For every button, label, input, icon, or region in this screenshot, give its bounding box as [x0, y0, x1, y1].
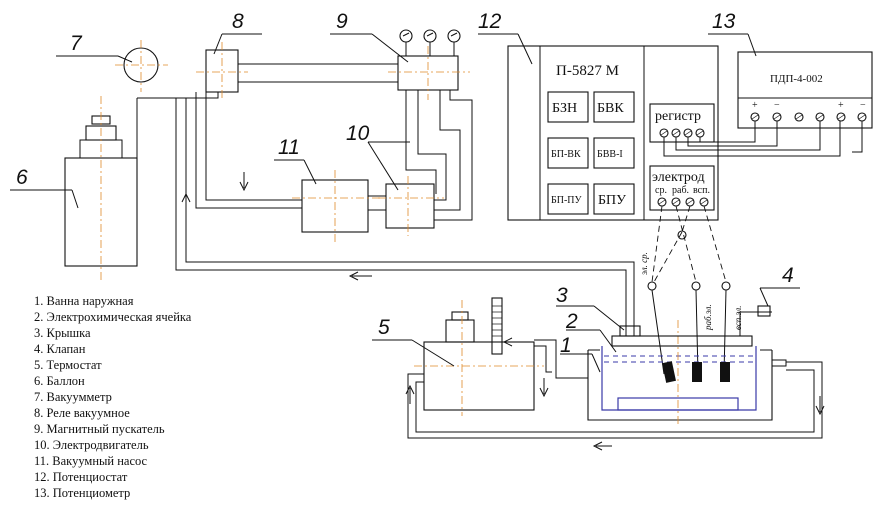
potentiostat-title: П-5827 М: [556, 63, 619, 79]
reference-electrode: [662, 361, 676, 383]
pot-minus-right: −: [860, 100, 866, 111]
thermostat: [414, 297, 544, 416]
vacuum-relay: [196, 42, 248, 100]
block-bzn-label: БЗН: [552, 101, 577, 116]
block-bp-pu: [547, 183, 589, 215]
legend-item-10: 10. Электродвигатель: [34, 438, 149, 452]
legend-item-8: 8. Реле вакуумное: [34, 406, 130, 420]
electrode-leads: [647, 205, 731, 375]
vacuum-gauge: [115, 40, 168, 92]
pot-plus-left: +: [752, 100, 758, 111]
auxiliary-electrode: [720, 362, 730, 382]
position-8: 8: [232, 10, 244, 33]
legend-item-2: 2. Электрохимическая ячейка: [34, 310, 192, 324]
block-bp-vk-label: БП-ВК: [551, 149, 581, 160]
outer-bath: [587, 349, 773, 421]
block-bvk: [593, 91, 635, 123]
potentiometer: ПДП-4-002 + − + −: [737, 51, 873, 129]
position-4: 4: [782, 264, 794, 287]
position-2: 2: [565, 310, 578, 333]
magnetic-starter: [388, 29, 470, 100]
electrode-block: [649, 165, 715, 211]
legend-item-3: 3. Крышка: [34, 326, 91, 340]
legend-item-6: 6. Баллон: [34, 374, 85, 388]
position-9: 9: [336, 10, 348, 33]
legend-item-9: 9. Магнитный пускатель: [34, 422, 165, 436]
position-11: 11: [278, 136, 300, 159]
legend: 1. Ванна наружная 2. Электрохимическая я…: [34, 294, 192, 500]
circulation-loop: [405, 337, 825, 451]
electric-motor: [378, 176, 444, 236]
block-bp-pu-label: БП-ПУ: [551, 195, 583, 206]
legend-item-13: 13. Потенциометр: [34, 486, 130, 500]
position-10: 10: [346, 122, 370, 145]
cell-lid: [611, 325, 753, 347]
block-bvv: [593, 137, 635, 169]
electrode-label: электрод: [652, 170, 705, 185]
block-bvk-label: БВК: [597, 101, 624, 116]
position-7: 7: [70, 32, 83, 55]
legend-item-1: 1. Ванна наружная: [34, 294, 134, 308]
potentiostat: П-5827 М БЗН БВК БП-ВК БВВ-I БП-ПУ БПУ р…: [507, 45, 719, 221]
block-bzn: [547, 91, 589, 123]
position-3: 3: [556, 284, 568, 307]
block-bp-vk: [547, 137, 589, 169]
electrodes: [662, 361, 730, 383]
block-bvv-label: БВВ-I: [597, 149, 623, 160]
position-13: 13: [712, 10, 736, 33]
lead-label-ref: эл. ср.: [639, 252, 649, 275]
register-label: регистр: [655, 109, 701, 124]
legend-item-4: 4. Клапан: [34, 342, 86, 356]
terminal-ref: ср.: [655, 185, 667, 196]
legend-item-7: 7. Вакуумметр: [34, 390, 112, 404]
potentiometer-title: ПДП-4-002: [770, 73, 823, 85]
pot-minus-left: −: [774, 100, 780, 111]
pot-plus-right: +: [838, 100, 844, 111]
position-12: 12: [478, 10, 502, 33]
position-1: 1: [560, 334, 572, 357]
register-block: [649, 103, 715, 143]
legend-item-12: 12. Потенциостат: [34, 470, 128, 484]
gas-cylinder: [64, 96, 138, 280]
lead-label-aux: всп.эл.: [733, 306, 743, 330]
working-electrode: [692, 362, 702, 382]
position-6: 6: [16, 166, 28, 189]
vacuum-pump: [292, 170, 380, 242]
lead-label-work: раб.эл.: [703, 304, 713, 331]
block-bpu-label: БПУ: [598, 193, 626, 208]
legend-item-11: 11. Вакуумный насос: [34, 454, 148, 468]
terminal-work: раб.: [672, 185, 689, 196]
legend-item-5: 5. Термостат: [34, 358, 102, 372]
block-bpu: [593, 183, 635, 215]
terminal-aux: всп.: [693, 185, 710, 196]
position-5: 5: [378, 316, 390, 339]
valve: [739, 305, 772, 336]
electrochemical-cell: [601, 320, 757, 426]
